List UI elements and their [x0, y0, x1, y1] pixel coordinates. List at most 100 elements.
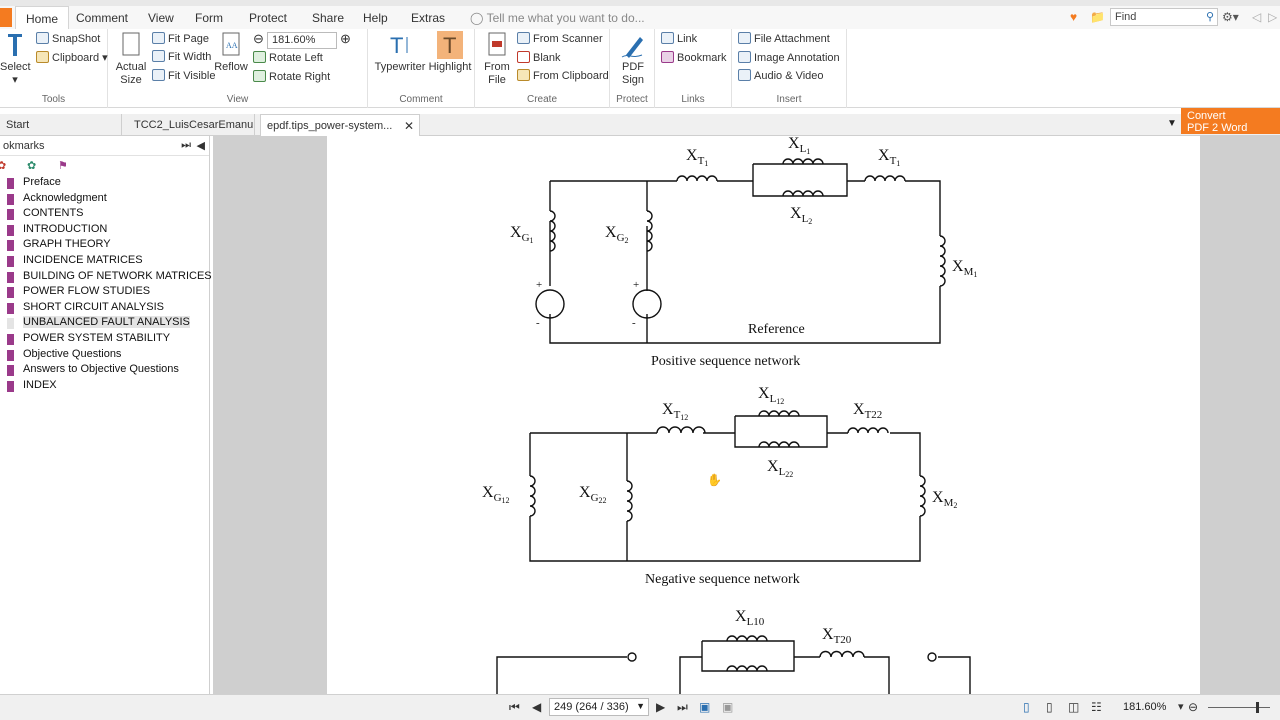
- label-xl1: XL1: [788, 136, 810, 156]
- pdf-page: XT1 XL1 XT1 XL2 XG1 XG2 XM1 Reference Po…: [327, 135, 1200, 694]
- back-arrow-icon[interactable]: ◁: [1252, 10, 1262, 24]
- fit-page-button[interactable]: Fit Page: [152, 32, 209, 45]
- tab-tcc2[interactable]: TCC2_LuisCesarEmanu...: [128, 114, 255, 136]
- label-xm2: XM2: [932, 489, 957, 510]
- page-layout-icon[interactable]: ▣: [722, 700, 734, 714]
- bookmark-icon: [661, 51, 674, 63]
- menu-help[interactable]: Help: [363, 11, 388, 25]
- tab-list-chevron-down-icon[interactable]: ▼: [1167, 118, 1177, 129]
- facing-view-icon[interactable]: ◫: [1068, 700, 1080, 714]
- reflow-button[interactable]: AA Reflow: [214, 31, 248, 74]
- bookmark-label: Objective Questions: [23, 347, 122, 360]
- bookmark-flag-icon: [7, 271, 14, 283]
- zoom-input[interactable]: 181.60%: [266, 31, 337, 49]
- bookmark-flag-icon: [7, 333, 14, 345]
- expand-panel-icon[interactable]: ⏭: [181, 139, 191, 151]
- menu-extras[interactable]: Extras: [411, 11, 446, 25]
- image-annotation-button[interactable]: Image Annotation: [738, 51, 840, 64]
- last-page-icon[interactable]: ⏭: [677, 700, 688, 714]
- close-icon[interactable]: ✕: [403, 119, 414, 133]
- bookmark-flag-icon: [7, 178, 14, 189]
- clipboard-button[interactable]: Clipboard ▾: [36, 51, 108, 64]
- zoom-in-icon[interactable]: ⊕: [340, 31, 351, 46]
- bookmark-item[interactable]: Answers to Objective Questions: [0, 363, 209, 379]
- blank-button[interactable]: Blank: [517, 51, 561, 64]
- fit-width-button[interactable]: Fit Width: [152, 50, 211, 63]
- gear-icon[interactable]: ⚙▾: [1222, 10, 1239, 24]
- audio-video-button[interactable]: Audio & Video: [738, 69, 824, 82]
- bookmark-item[interactable]: POWER SYSTEM STABILITY: [0, 332, 209, 348]
- zoom-out-status-icon[interactable]: ⊖: [1188, 700, 1199, 714]
- zoom-control[interactable]: ⊖ 181.60% ⊕: [253, 31, 351, 49]
- highlight-button[interactable]: T Highlight: [428, 31, 472, 73]
- search-icon[interactable]: ⚲: [1205, 11, 1214, 23]
- actual-size-button[interactable]: Actual Size: [114, 31, 148, 87]
- rotate-right-icon: [253, 70, 266, 82]
- continuous-facing-view-icon[interactable]: ☷: [1091, 700, 1102, 714]
- menu-share[interactable]: Share: [312, 11, 345, 25]
- delete-bookmark-icon[interactable]: ✿: [0, 160, 7, 172]
- expand-bookmark-icon[interactable]: ✿: [27, 160, 37, 172]
- zoom-out-icon[interactable]: ⊖: [253, 31, 264, 46]
- bookmark-item[interactable]: BUILDING OF NETWORK MATRICES: [0, 270, 212, 286]
- page-number-input[interactable]: 249 (264 / 336)▼: [549, 698, 649, 716]
- snapshot-button[interactable]: SnapShot: [36, 32, 100, 45]
- zoom-dropdown-chevron-icon[interactable]: ▾: [1178, 701, 1184, 713]
- tab-epdf-power-system[interactable]: epdf.tips_power-system...✕: [260, 114, 420, 136]
- bookmark-item[interactable]: GRAPH THEORY: [0, 238, 209, 254]
- link-button[interactable]: Link: [661, 32, 697, 45]
- page-dropdown-chevron-icon[interactable]: ▼: [636, 701, 645, 711]
- menu-protect[interactable]: Protect: [249, 11, 288, 25]
- bookmark-item[interactable]: UNBALANCED FAULT ANALYSIS: [0, 316, 209, 332]
- typewriter-button[interactable]: T Typewriter: [374, 33, 426, 73]
- pdf-sign-button[interactable]: PDF Sign: [614, 31, 652, 87]
- zoom-slider[interactable]: [1208, 702, 1270, 713]
- menu-view[interactable]: View: [148, 11, 174, 25]
- forward-arrow-icon[interactable]: ▷: [1268, 10, 1278, 24]
- tab-start[interactable]: Start: [0, 114, 122, 136]
- bookmark-item[interactable]: Preface: [0, 176, 209, 192]
- menu-comment[interactable]: Comment: [76, 11, 129, 25]
- plus-sign-g2: +: [633, 279, 639, 291]
- fit-visible-button[interactable]: Fit Visible: [152, 69, 215, 82]
- rotate-left-button[interactable]: Rotate Left: [253, 51, 323, 64]
- select-button[interactable]: Select▾: [0, 31, 31, 87]
- zoom-slider-handle[interactable]: [1256, 702, 1259, 713]
- add-bookmark-icon[interactable]: ⚑: [58, 160, 68, 172]
- menu-form[interactable]: Form: [195, 11, 223, 25]
- file-attachment-button[interactable]: File Attachment: [738, 32, 830, 45]
- first-page-icon[interactable]: ⏮: [509, 700, 520, 714]
- heart-icon[interactable]: ♥: [1070, 10, 1078, 24]
- status-bar: ⏮ ◀ 249 (264 / 336)▼ ▶ ⏭ ▣ ▣ ▯ ▯ ◫ ☷ 181…: [0, 694, 1280, 720]
- single-page-view-icon[interactable]: ▯: [1023, 700, 1030, 714]
- from-clipboard-button[interactable]: From Clipboard: [517, 69, 609, 82]
- fit-screen-icon[interactable]: ▣: [699, 700, 711, 714]
- from-file-button[interactable]: From File: [481, 31, 513, 87]
- circuit-diagram: XT1 XL1 XT1 XL2 XG1 XG2 XM1 Reference Po…: [482, 135, 977, 694]
- bookmark-item[interactable]: SHORT CIRCUIT ANALYSIS: [0, 301, 209, 317]
- reflow-icon: AA: [222, 32, 240, 56]
- rotate-left-icon: [253, 51, 266, 63]
- continuous-view-icon[interactable]: ▯: [1046, 700, 1053, 714]
- find-input[interactable]: Find⚲: [1110, 8, 1218, 26]
- app-menu-button[interactable]: [0, 8, 12, 27]
- previous-page-icon[interactable]: ◀: [532, 700, 542, 714]
- svg-text:AA: AA: [226, 41, 238, 50]
- menu-home[interactable]: Home: [15, 6, 70, 29]
- bookmark-item[interactable]: Acknowledgment: [0, 192, 209, 208]
- folder-search-icon[interactable]: 📁: [1090, 10, 1105, 24]
- bookmark-item[interactable]: POWER FLOW STUDIES: [0, 285, 209, 301]
- tell-me-search[interactable]: ◯ Tell me what you want to do...: [470, 11, 645, 25]
- next-page-icon[interactable]: ▶: [656, 700, 666, 714]
- from-scanner-button[interactable]: From Scanner: [517, 32, 603, 45]
- bookmark-item[interactable]: CONTENTS: [0, 207, 209, 223]
- bookmark-item[interactable]: INCIDENCE MATRICES: [0, 254, 209, 270]
- collapse-panel-icon[interactable]: ◀: [196, 140, 205, 152]
- document-viewport: XT1 XL1 XT1 XL2 XG1 XG2 XM1 Reference Po…: [213, 135, 1280, 694]
- bookmark-item[interactable]: Objective Questions: [0, 348, 209, 364]
- bookmark-item[interactable]: INTRODUCTION: [0, 223, 209, 239]
- bookmark-item[interactable]: INDEX: [0, 379, 209, 395]
- bookmark-button[interactable]: Bookmark: [661, 51, 727, 64]
- rotate-right-button[interactable]: Rotate Right: [253, 70, 330, 83]
